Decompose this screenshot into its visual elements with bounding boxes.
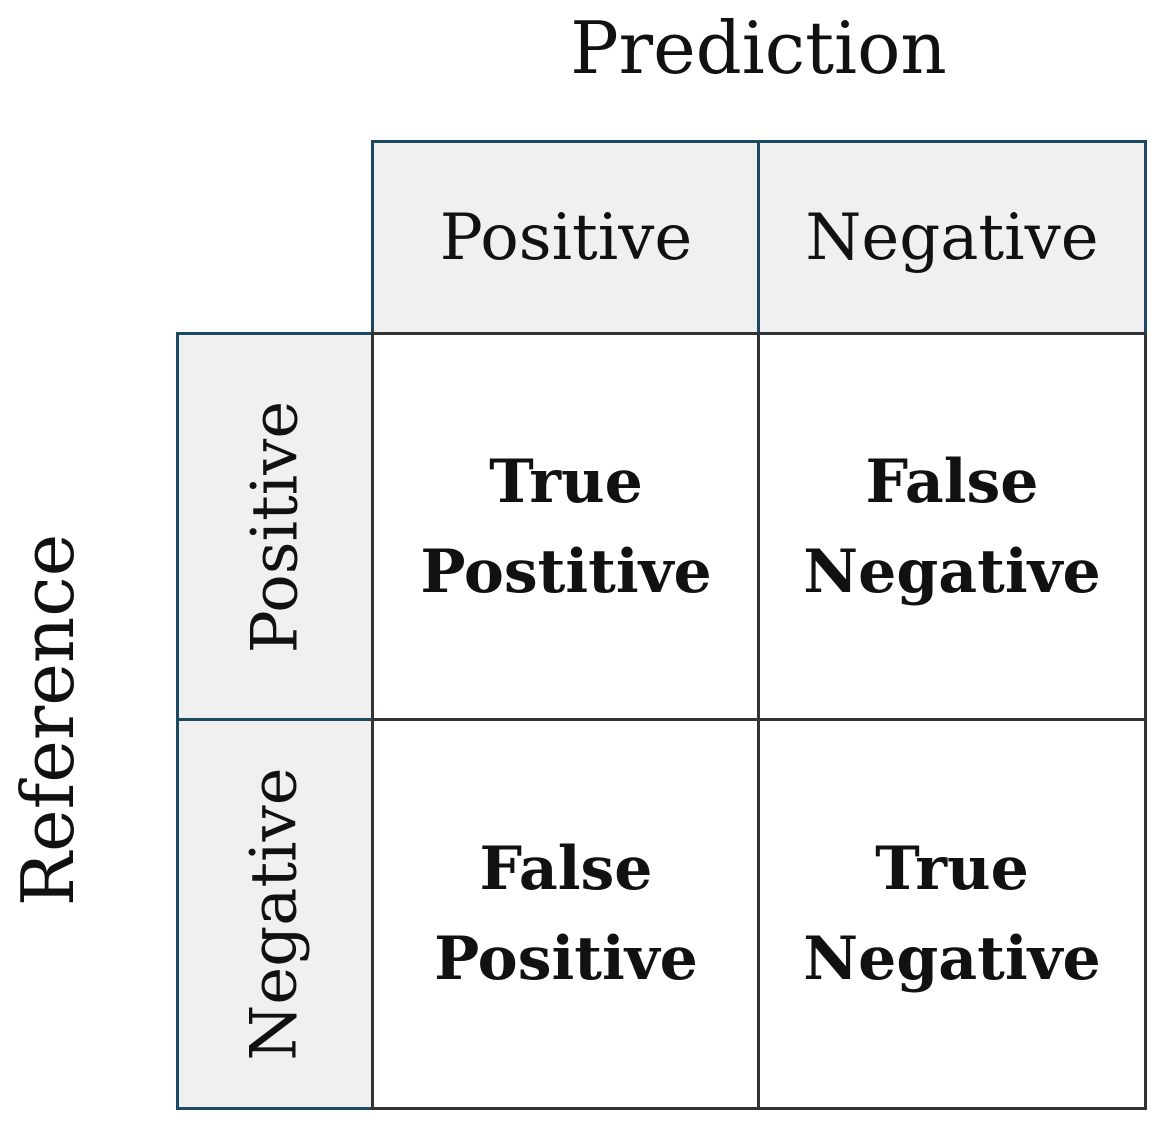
cell-line: Positive xyxy=(434,924,698,994)
false-positive-cell: False Positive xyxy=(371,718,761,1110)
cell-line: True xyxy=(489,447,643,517)
row-header-negative: Negative xyxy=(176,718,374,1110)
cell-line: Negative xyxy=(803,924,1101,994)
row-header-positive: Positive xyxy=(176,332,374,722)
row-header-label: Positive xyxy=(238,400,312,654)
column-header-label: Negative xyxy=(805,200,1099,275)
column-header-negative: Negative xyxy=(757,140,1147,335)
column-header-positive: Positive xyxy=(371,140,761,335)
true-positive-cell: True Postitive xyxy=(371,332,761,722)
row-header-label: Negative xyxy=(238,767,312,1061)
cell-line: Negative xyxy=(803,537,1101,607)
prediction-axis-title: Prediction xyxy=(570,6,947,90)
cell-line: True xyxy=(875,834,1029,904)
cell-line: False xyxy=(479,834,653,904)
cell-line: False xyxy=(865,447,1039,517)
false-negative-cell: False Negative xyxy=(757,332,1147,722)
reference-axis-title: Reference xyxy=(6,533,90,907)
cell-line: Postitive xyxy=(420,537,712,607)
true-negative-cell: True Negative xyxy=(757,718,1147,1110)
column-header-label: Positive xyxy=(439,200,693,275)
